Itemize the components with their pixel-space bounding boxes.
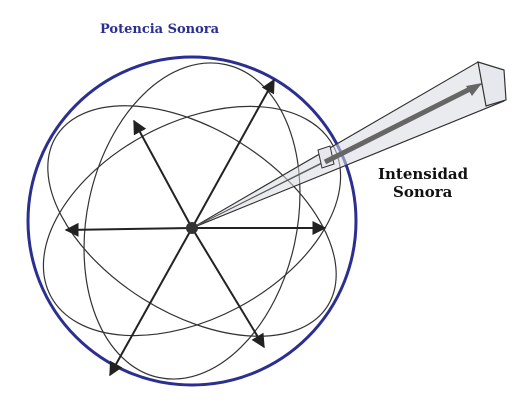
ellipse-tilted-right: [47, 105, 337, 337]
beam-end-section: [477, 61, 507, 107]
arrow-up-right: [191, 78, 275, 229]
intensity-beam: [191, 61, 507, 229]
radiation-arrows: [64, 78, 327, 377]
ellipse-tilted-left: [42, 105, 342, 337]
arrow-down-right: [191, 227, 265, 349]
sound-sphere: [26, 55, 358, 387]
arrow-down-left: [109, 227, 193, 377]
arrow-left: [64, 222, 193, 237]
point-source-icon: [186, 222, 198, 234]
arrow-up-left: [133, 119, 193, 229]
intensity-label-line2: Sonora: [393, 183, 453, 201]
intensity-vector-head: [466, 83, 482, 96]
ellipse-vertical: [83, 62, 301, 380]
diagram-title: Potencia Sonora: [100, 22, 220, 37]
intensity-vector: [323, 85, 474, 165]
intensity-label-line1: Intensidad: [378, 165, 469, 183]
beam-near-section: [317, 145, 335, 169]
